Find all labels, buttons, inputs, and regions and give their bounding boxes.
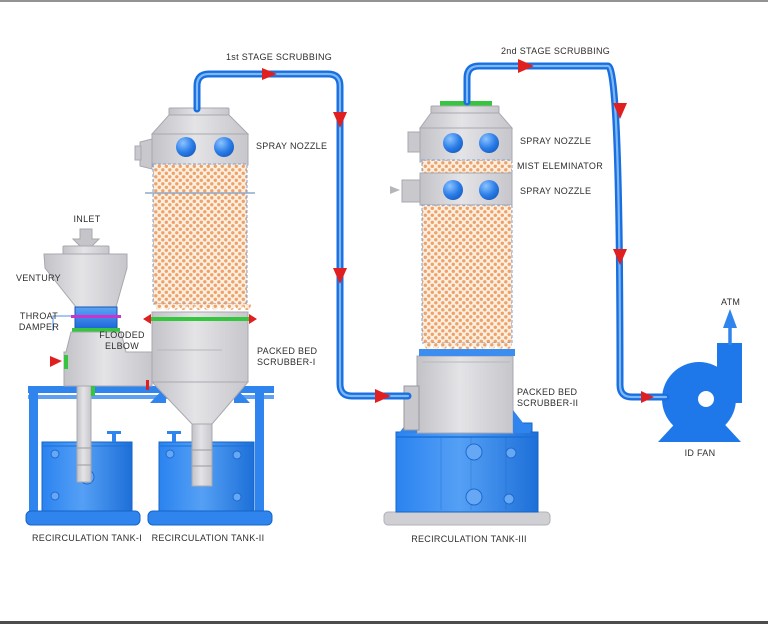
piping xyxy=(193,62,670,401)
spray-nozzle-icon xyxy=(479,180,499,200)
flange-green xyxy=(150,317,250,321)
packed-bed-media xyxy=(152,163,248,305)
spray-nozzle-icon xyxy=(443,133,463,153)
frame-border-bottom xyxy=(0,621,768,624)
flooded-elbow-duct xyxy=(63,331,153,387)
support-strip xyxy=(419,349,515,356)
id-fan-label: ID FAN xyxy=(684,448,716,458)
flow-arrow-icon xyxy=(613,249,627,265)
mist-eliminator-label: MIST ELEMINATOR xyxy=(517,161,604,171)
scrubber-1-cone xyxy=(150,381,250,425)
flow-arrow-icon xyxy=(262,68,277,80)
flow-arrow-icon xyxy=(333,268,347,284)
venturi xyxy=(43,228,153,483)
throat-damper-line xyxy=(71,315,121,318)
tank2-label: RECIRCULATION TANK-II xyxy=(151,533,265,543)
flow-arrow-icon xyxy=(613,103,627,119)
scrubber1-name-label: PACKED BED SCRUBBER-I xyxy=(257,346,318,367)
scrubber2-spray-nozzle-mid-label: SPRAY NOZZLE xyxy=(520,186,592,196)
frame-border-top xyxy=(0,0,768,2)
venturi-drain-pipe xyxy=(76,385,92,483)
spray-nozzle-icon xyxy=(214,137,234,157)
bed-drip-edge xyxy=(424,343,512,349)
side-arrow-icon xyxy=(390,186,400,194)
flow-arrow-icon xyxy=(641,391,654,403)
packed-bed-scrubber-1 xyxy=(134,107,257,487)
flow-arrows xyxy=(262,59,654,403)
stage1-label: 1st STAGE SCRUBBING xyxy=(226,52,333,62)
scrubber2-spray-nozzle-top-label: SPRAY NOZZLE xyxy=(520,136,592,146)
bed-drip-edge xyxy=(155,304,251,310)
packed-bed-scrubber-2 xyxy=(390,101,531,434)
scrubber-1-drain-pipe xyxy=(191,423,213,487)
flow-arrow-icon xyxy=(518,59,534,73)
flooded-elbow-label: FLOODED ELBOW xyxy=(99,330,145,351)
atm-arrow-icon xyxy=(723,309,737,328)
inlet-label: INLET xyxy=(73,214,101,224)
packed-bed-media xyxy=(421,204,513,344)
flow-arrow-icon xyxy=(375,389,391,403)
ventury-label: VENTURY xyxy=(16,273,61,283)
flow-arrow-icon xyxy=(333,112,347,128)
atm-label: ATM xyxy=(721,297,741,307)
recirculation-tank-3 xyxy=(383,422,551,526)
stage2-label: 2nd STAGE SCRUBBING xyxy=(501,46,611,56)
tank1-label: RECIRCULATION TANK-I xyxy=(31,533,142,543)
tank3-label: RECIRCULATION TANK-III xyxy=(411,534,527,544)
id-fan xyxy=(658,309,742,442)
mist-eliminator-band xyxy=(421,159,513,174)
spray-nozzle-icon xyxy=(479,133,499,153)
throat-damper-label: THROAT DAMPER xyxy=(18,311,60,332)
spray-nozzle-icon xyxy=(443,180,463,200)
flange-green xyxy=(72,328,120,332)
throat-section xyxy=(74,306,118,331)
flow-arrow-icon xyxy=(50,356,62,367)
scrubber2-name-label: PACKED BED SCRUBBER-II xyxy=(517,387,579,408)
spray-nozzle-icon xyxy=(176,137,196,157)
scrubber1-spray-nozzle-label: SPRAY NOZZLE xyxy=(256,141,328,151)
